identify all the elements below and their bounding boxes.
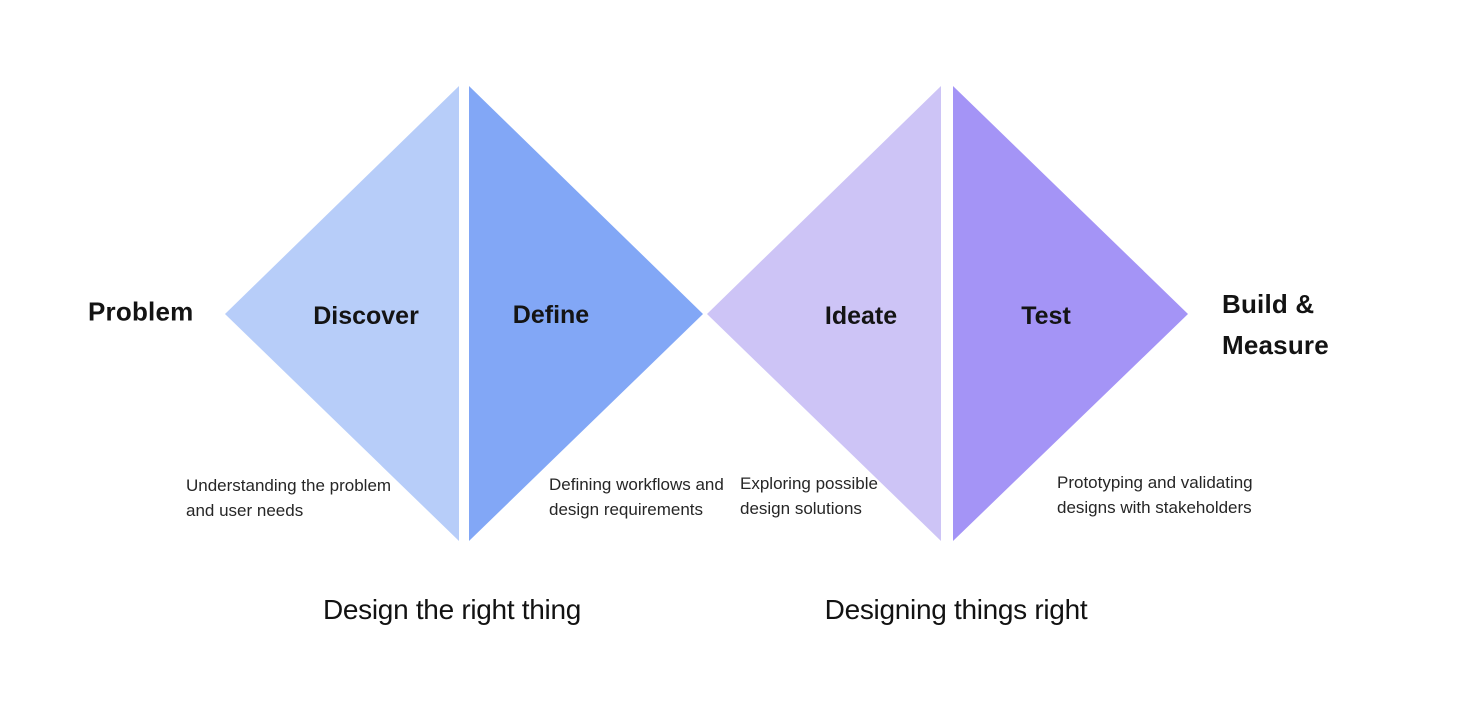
phase-label-define: Define (512, 300, 590, 329)
test-triangle (953, 86, 1188, 541)
phase-caption-define: Defining workflows and design requiremen… (549, 475, 724, 519)
phase-label-test: Test (1021, 301, 1071, 330)
discover-triangle (225, 86, 459, 541)
phase-caption-ideate: Exploring possible design solutions (740, 474, 878, 518)
ideate-triangle (707, 86, 941, 541)
define-triangle (469, 86, 703, 541)
phase-caption-discover: Understanding the problem and user needs (186, 476, 392, 520)
phase-caption-test: Prototyping and validating designs with … (1057, 473, 1253, 517)
input-label-problem: Problem (88, 296, 194, 327)
phase-label-discover: Discover (313, 301, 419, 330)
phase-label-ideate: Ideate (824, 301, 898, 330)
section-title-designing-things-right: Designing things right (824, 594, 1088, 625)
output-label-build-measure: Build & Measure (1222, 289, 1329, 360)
section-title-design-right-thing: Design the right thing (322, 594, 582, 625)
